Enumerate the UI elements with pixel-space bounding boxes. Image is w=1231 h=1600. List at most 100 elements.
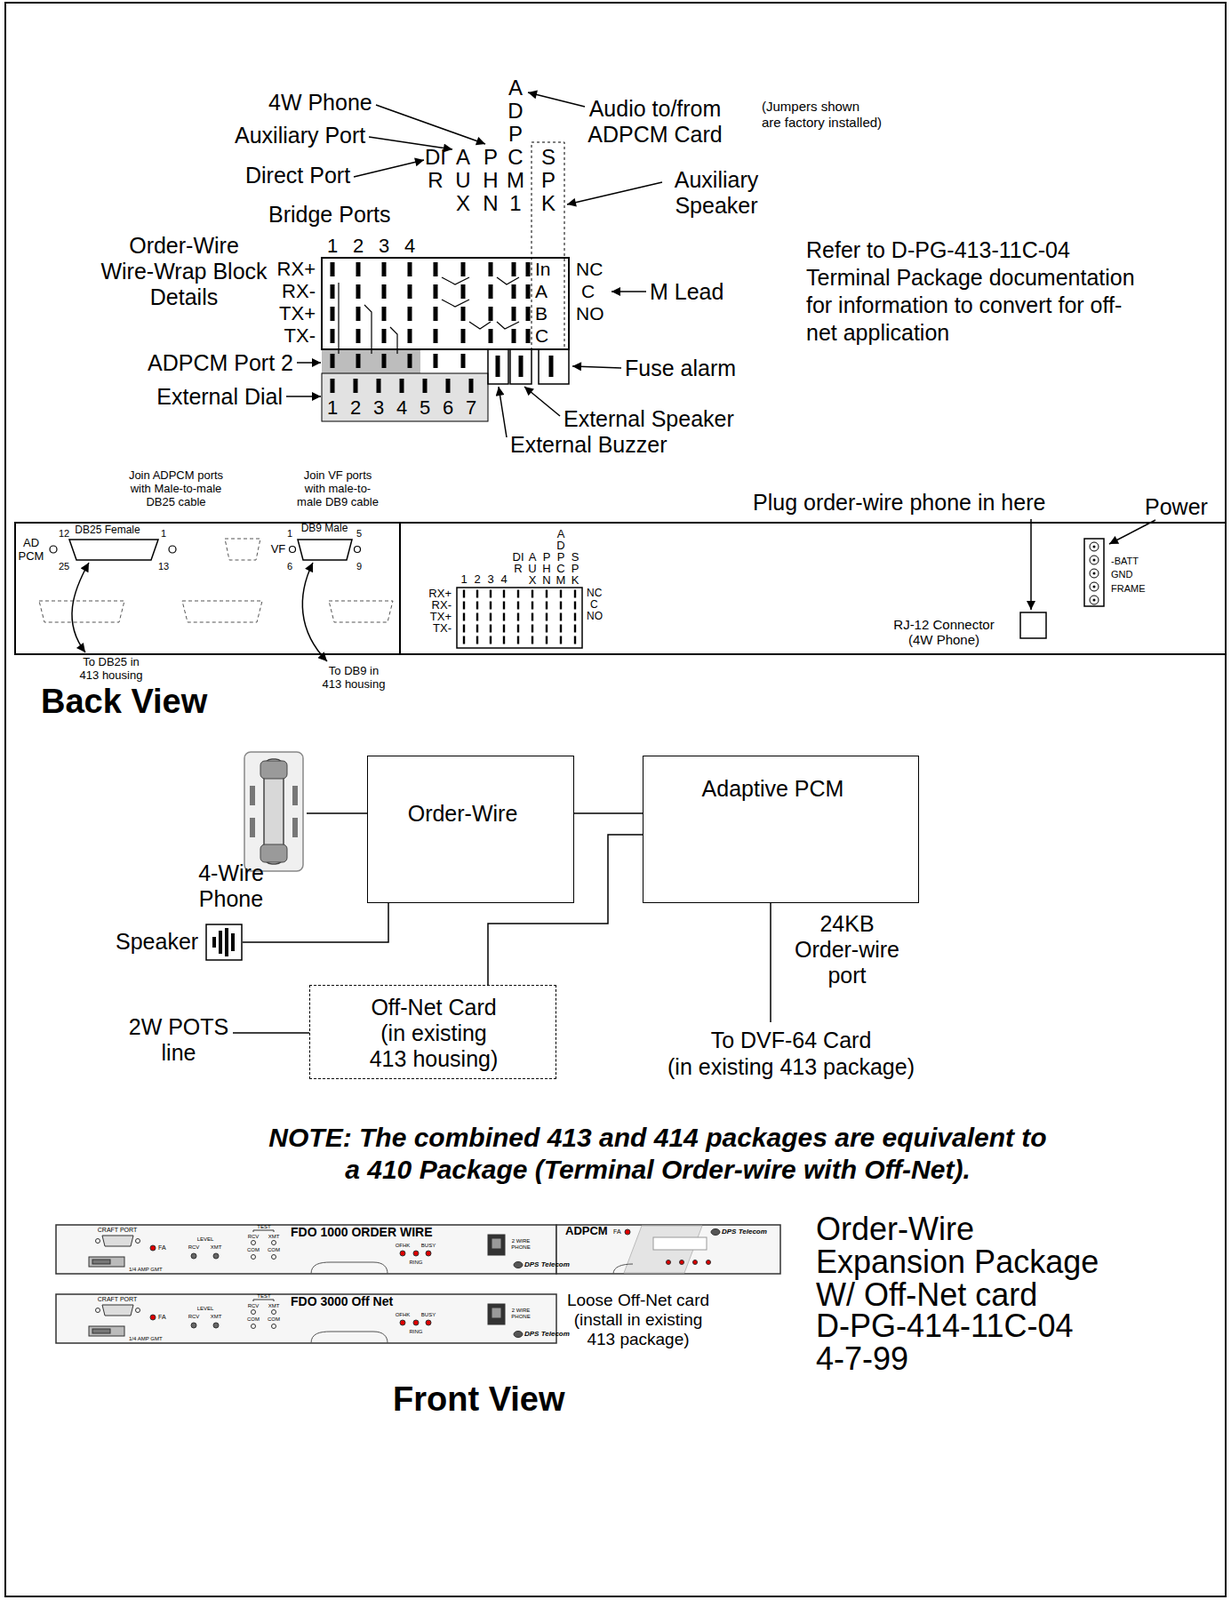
pin — [531, 613, 534, 622]
back-view-label: 12 — [58, 527, 70, 540]
back-view-label: 13 — [158, 560, 169, 573]
front-panel-part — [102, 1235, 134, 1247]
connector-pin — [1093, 545, 1096, 549]
wire-wrap-label: Audio to/from ADPCM Card — [566, 95, 744, 148]
panel-label: FDO 3000 Off Net — [290, 1294, 393, 1309]
back-view-label: 6 — [287, 560, 293, 573]
panel-label: XMT — [268, 1233, 280, 1240]
pin — [407, 353, 413, 368]
wire-wrap-block — [321, 142, 569, 422]
adpcm-panel-part — [666, 1260, 672, 1265]
panel-label: XMT — [268, 1302, 280, 1310]
front-panel-part — [55, 1224, 557, 1274]
wire-wrap-label: Auxiliary Port — [234, 122, 366, 149]
panel-label: DPS Telecom — [524, 1260, 570, 1269]
pin — [330, 328, 336, 344]
wire-wrap-label: In — [535, 258, 552, 280]
wire-wrap-block-part-part — [441, 277, 470, 285]
block-leaders-part — [232, 1031, 310, 1034]
pin — [407, 306, 413, 321]
icon-part — [212, 936, 216, 948]
speaker-node: Speaker — [111, 919, 243, 965]
pin — [526, 328, 531, 344]
wire-wrap-label: A — [535, 280, 548, 303]
back-view-label: RJ-12 Connector (4W Phone) — [886, 616, 1002, 648]
pin — [489, 613, 492, 622]
pin — [545, 613, 548, 622]
pin — [330, 353, 336, 368]
back-view-label: Power — [1144, 494, 1208, 520]
node-text: Speaker — [115, 928, 201, 955]
back-view-label: Back View — [40, 682, 208, 722]
wire-wrap-label: External Buzzer — [510, 431, 667, 458]
pin — [476, 601, 479, 610]
leader-arrows — [286, 92, 1156, 610]
connector — [306, 812, 368, 815]
panel-label: ADPCM — [565, 1224, 608, 1239]
icon-part — [249, 785, 256, 806]
back-view-label: VF — [271, 543, 287, 557]
pin — [356, 328, 361, 344]
pin — [433, 353, 439, 368]
wire-wrap-label: RX- — [281, 279, 316, 303]
icon-part — [224, 927, 229, 957]
wire-wrap-label: Fuse alarm — [624, 355, 736, 382]
panel-label: TEST — [256, 1223, 271, 1231]
leader-arrows-part — [1030, 519, 1032, 610]
panel-label: FDO 1000 ORDER WIRE — [290, 1224, 432, 1239]
pin — [574, 601, 576, 610]
pin — [517, 590, 520, 599]
panel-label: FA — [613, 1228, 622, 1236]
back-view-label: 25 — [58, 560, 70, 573]
pin — [574, 624, 576, 633]
panel-label: 1/4 AMP GMT — [128, 1335, 163, 1343]
front-panel-part — [487, 1234, 505, 1255]
pin — [433, 306, 439, 321]
icon-part — [231, 933, 235, 952]
pin — [356, 262, 361, 277]
pin — [549, 355, 554, 377]
back-view-label: 1 — [460, 573, 467, 587]
panel-label: 2 WIRE PHONE — [506, 1307, 536, 1320]
process-box: Order-Wire — [367, 755, 575, 904]
back-view-label: 1 — [287, 527, 293, 540]
pin — [382, 284, 387, 299]
back-panel-part-part — [328, 600, 393, 623]
front-panel-part — [271, 1240, 277, 1246]
front-panel-part — [491, 1238, 502, 1249]
pin — [517, 613, 520, 622]
leader-arrows-part — [567, 182, 663, 205]
power-terminal — [1089, 542, 1099, 552]
pin — [476, 636, 479, 645]
panel-label: COM — [247, 1316, 260, 1323]
pin — [559, 601, 562, 610]
cable-arrows-part — [302, 562, 328, 662]
speaker-icon — [205, 923, 243, 961]
front-panel-part — [413, 1250, 419, 1256]
pin — [407, 284, 413, 299]
telephone-icon — [242, 750, 305, 873]
front-panel-part — [513, 1262, 523, 1269]
pin — [489, 601, 492, 610]
block-label: (in existing 413 package) — [667, 1054, 915, 1080]
pin — [526, 306, 531, 321]
panel-label: COM — [247, 1246, 260, 1254]
back-panel-part — [289, 546, 296, 553]
wire-wrap-label: RX+ — [277, 257, 316, 280]
wire-wrap-label: Bridge Ports — [268, 201, 392, 228]
pin — [489, 590, 492, 599]
pin — [382, 328, 387, 344]
wire-wrap-block-part-part — [390, 327, 398, 354]
cable-arrows — [71, 562, 328, 662]
node-text: Off-Net Card (in existing 413 housing) — [367, 994, 501, 1072]
pin — [545, 636, 548, 645]
phone-node: 4-Wire Phone — [182, 750, 307, 904]
back-view-label: AUX — [527, 551, 539, 586]
wire-wrap-block-part-part — [496, 321, 520, 329]
wire-wrap-label: TX+ — [279, 302, 316, 325]
pin — [503, 613, 505, 622]
leader-arrows-part — [1109, 519, 1156, 544]
pin — [559, 590, 562, 599]
panel-label: RCV — [188, 1244, 200, 1251]
title-block: Order-Wire Expansion Package W/ Off-Net … — [815, 1212, 1110, 1311]
